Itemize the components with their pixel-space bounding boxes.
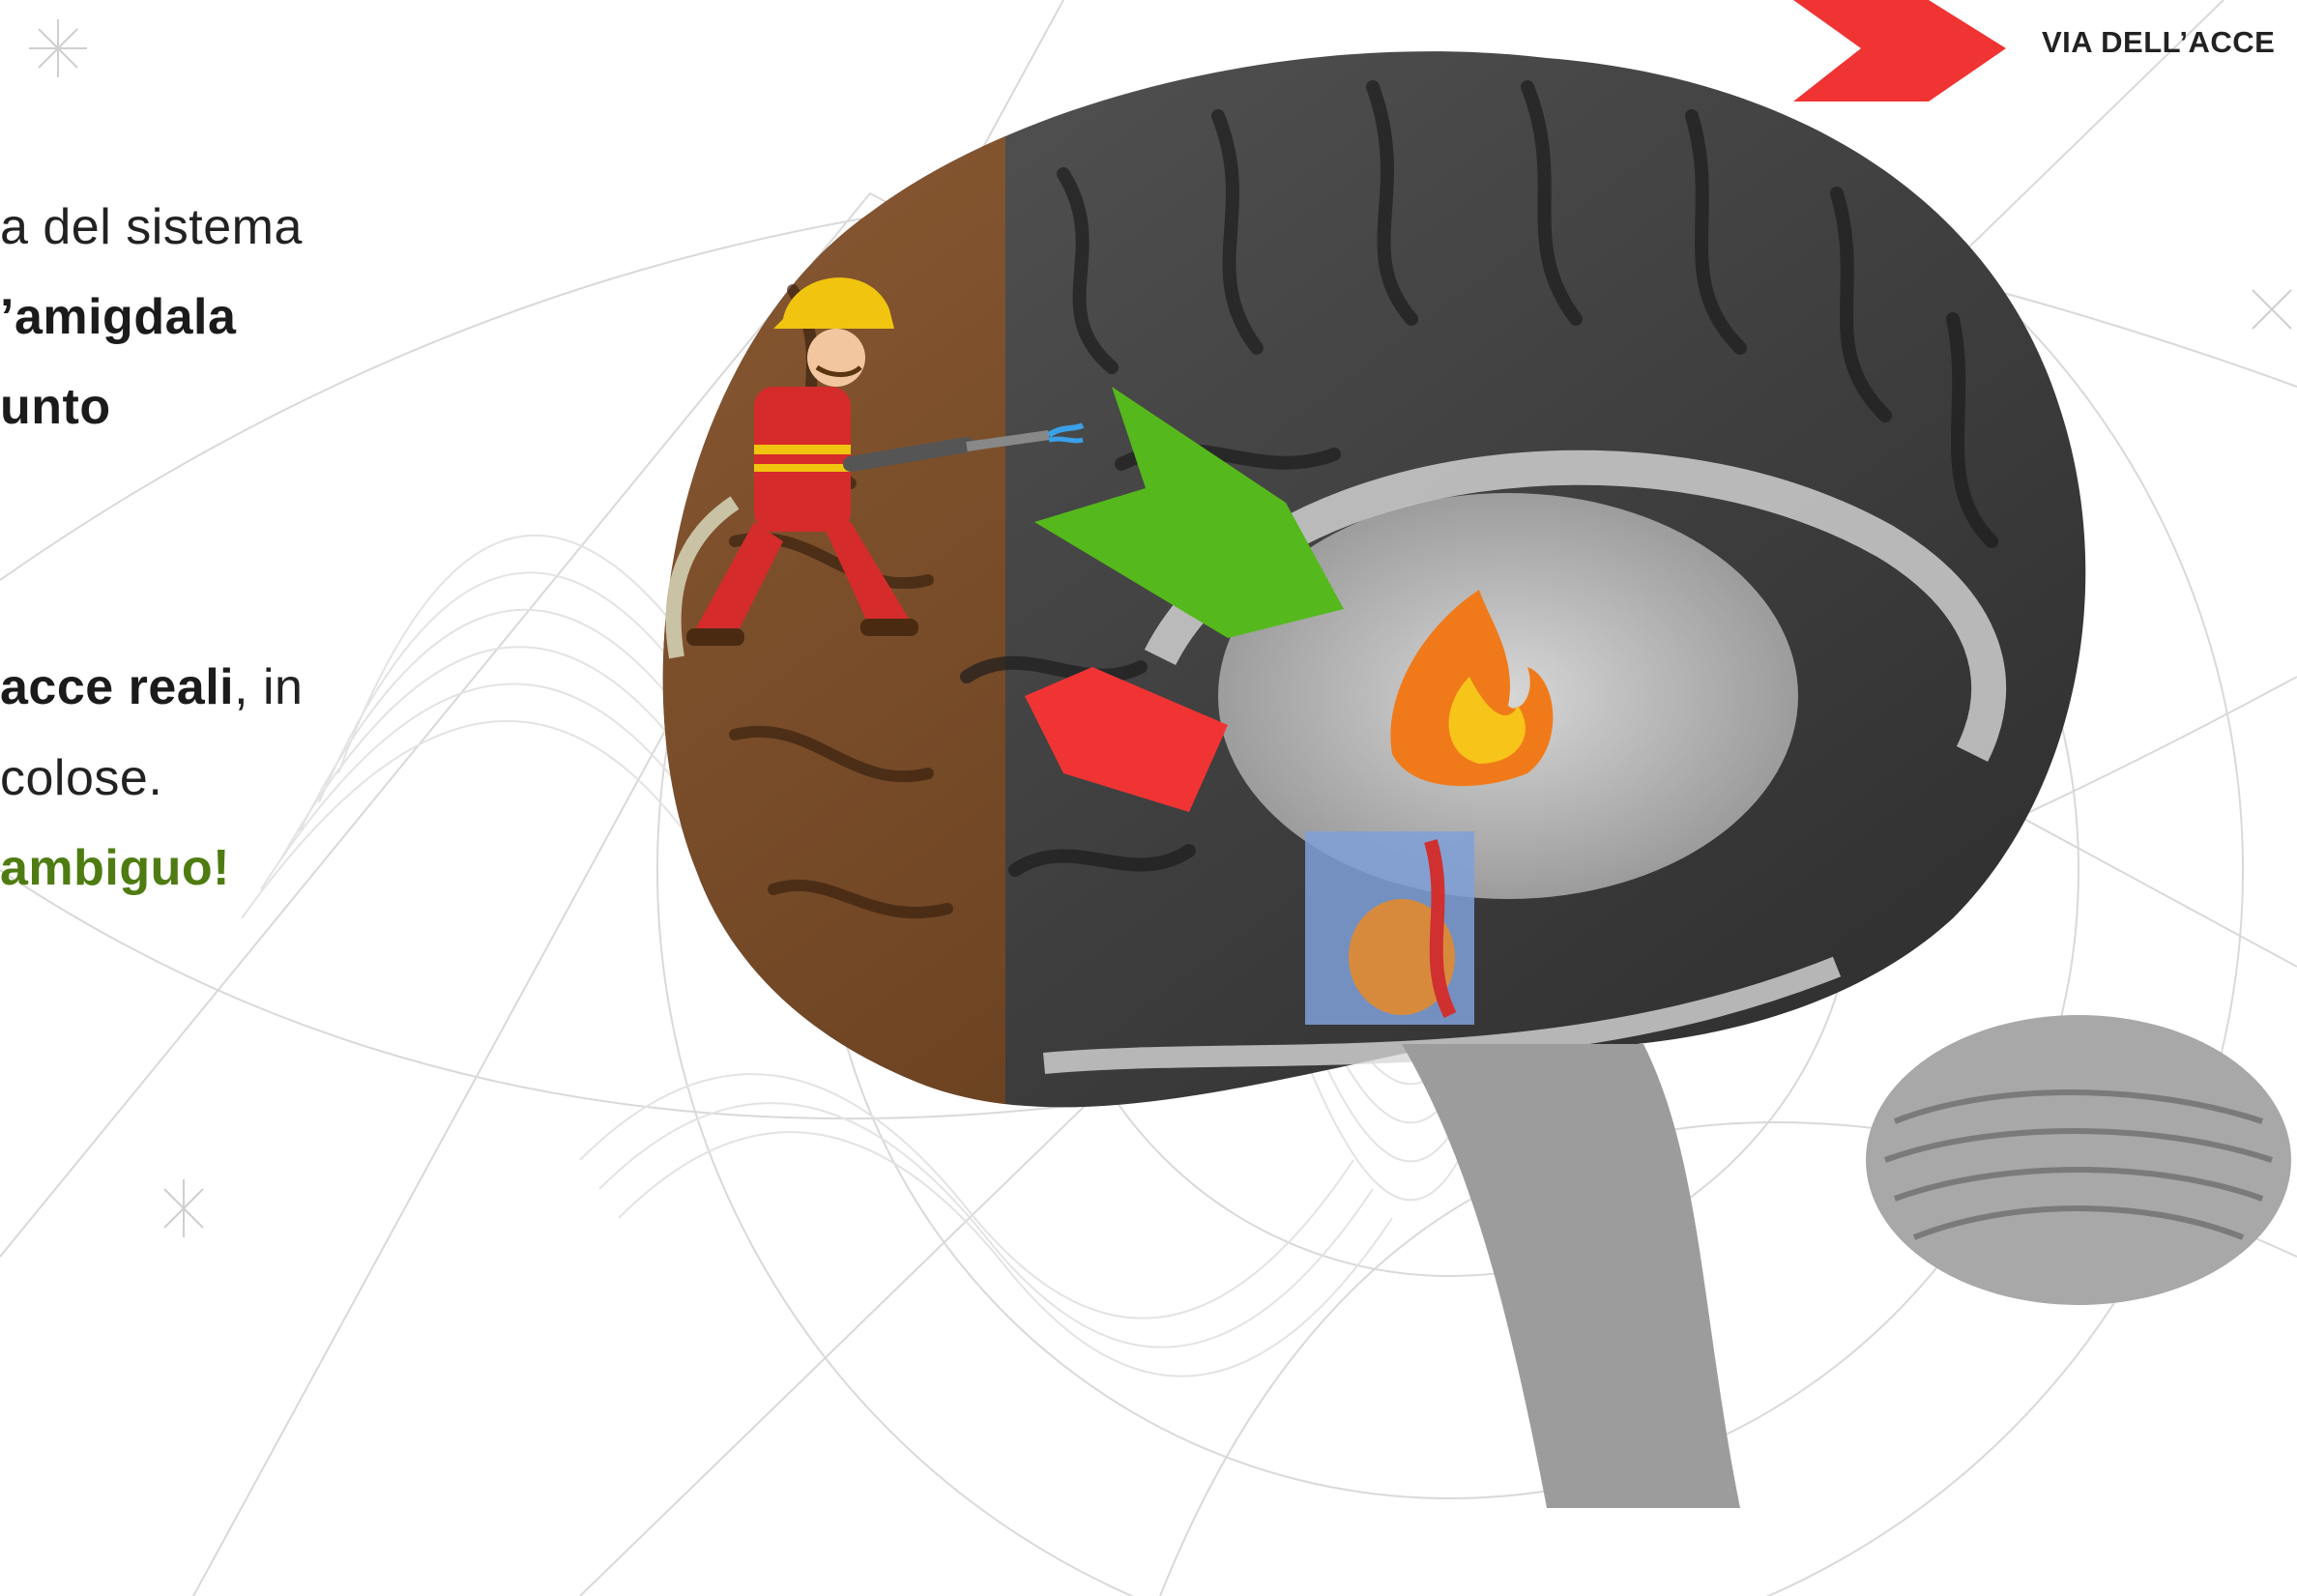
cerebellum [1866,1015,2291,1305]
brainstem [1402,1044,1740,1508]
